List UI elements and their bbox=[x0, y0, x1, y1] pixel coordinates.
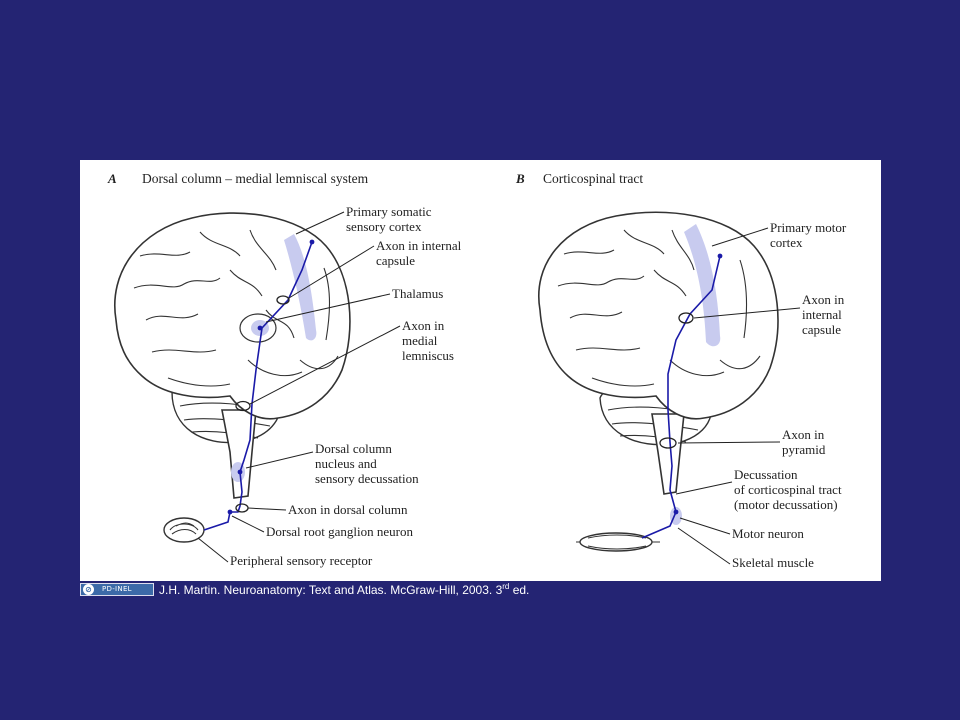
label-decussation-2: of corticospinal tract bbox=[734, 482, 842, 497]
label-axon-pyramid-1: Axon in bbox=[782, 427, 825, 442]
label-drg-neuron: Dorsal root ganglion neuron bbox=[266, 524, 413, 539]
cortical-folds-b bbox=[557, 229, 761, 387]
label-axon-internal-1: Axon in internal bbox=[376, 238, 462, 253]
panel-b-letter: B bbox=[515, 171, 525, 186]
dorsal-column-ring bbox=[235, 503, 249, 513]
sensory-pathway bbox=[203, 241, 313, 531]
motor-neuron-cell bbox=[673, 509, 679, 515]
nucleus-neuron bbox=[237, 469, 243, 475]
label-axon-pyramid-2: pyramid bbox=[782, 442, 826, 457]
label-skeletal-muscle: Skeletal muscle bbox=[732, 555, 814, 570]
receptor-rings bbox=[169, 522, 199, 535]
label-motor-neuron: Motor neuron bbox=[732, 526, 804, 541]
brain-illustration-a bbox=[114, 212, 351, 543]
citation: J.H. Martin. Neuroanatomy: Text and Atla… bbox=[159, 582, 529, 597]
citation-superscript: rd bbox=[502, 581, 510, 591]
panel-b: B Corticospinal tract Primary motor cort… bbox=[515, 171, 847, 570]
motor-pathway bbox=[641, 255, 721, 539]
label-decussation-1: Decussation bbox=[734, 467, 798, 482]
label-dorsal-nucleus-2: nucleus and bbox=[315, 456, 377, 471]
internal-capsule-ring-b bbox=[678, 312, 694, 324]
panel-a-letter: A bbox=[107, 171, 117, 186]
cortex-neuron-b bbox=[717, 253, 723, 259]
pyramid-ring bbox=[659, 437, 677, 449]
label-decussation-3: (motor decussation) bbox=[734, 497, 838, 512]
brainstem-b bbox=[651, 413, 685, 495]
label-axon-medial-3: lemniscus bbox=[402, 348, 454, 363]
skeletal-muscle-shape bbox=[579, 532, 653, 552]
label-dorsal-nucleus-1: Dorsal column bbox=[315, 441, 392, 456]
citation-main: J.H. Martin. Neuroanatomy: Text and Atla… bbox=[159, 582, 503, 597]
citation-end: ed. bbox=[509, 582, 530, 597]
label-primary-motor-1: Primary motor bbox=[770, 220, 847, 235]
label-thalamus: Thalamus bbox=[392, 286, 443, 301]
label-axon-internal-2: capsule bbox=[376, 253, 415, 268]
leader-lines-b bbox=[675, 227, 801, 565]
leader-lines-a bbox=[197, 211, 401, 563]
panel-a-title: Dorsal column – medial lemniscal system bbox=[142, 171, 369, 186]
credit-bar: ⊘ PD-INEL J.H. Martin. Neuroanatomy: Tex… bbox=[80, 581, 529, 597]
license-badge[interactable]: ⊘ PD-INEL bbox=[80, 582, 154, 596]
license-badge-text: PD-INEL bbox=[102, 585, 132, 593]
label-axon-medial-2: medial bbox=[402, 333, 438, 348]
cortical-folds-a bbox=[133, 229, 339, 387]
label-axon-dorsal: Axon in dorsal column bbox=[288, 502, 408, 517]
hemisphere-a bbox=[114, 212, 351, 420]
drg-neuron-cell bbox=[227, 509, 233, 515]
label-primary-motor-2: cortex bbox=[770, 235, 803, 250]
panel-a: A Dorsal column – medial lemniscal syste… bbox=[107, 171, 462, 568]
muscle-fibers bbox=[576, 534, 660, 550]
cortex-neuron-a bbox=[309, 239, 315, 245]
motor-cortex-band bbox=[684, 224, 721, 347]
license-icon: ⊘ bbox=[83, 583, 94, 595]
panel-b-title: Corticospinal tract bbox=[543, 171, 643, 186]
neuroanatomy-figure: A Dorsal column – medial lemniscal syste… bbox=[80, 160, 881, 581]
label-axon-internal-b-3: capsule bbox=[802, 322, 841, 337]
label-axon-internal-b-1: Axon in bbox=[802, 292, 845, 307]
medial-lemniscus-ring bbox=[235, 400, 251, 412]
label-primary-somatic-1: Primary somatic bbox=[346, 204, 432, 219]
label-axon-medial-1: Axon in bbox=[402, 318, 445, 333]
internal-capsule-ring-a bbox=[276, 295, 290, 305]
label-primary-somatic-2: sensory cortex bbox=[346, 219, 422, 234]
label-axon-internal-b-2: internal bbox=[802, 307, 842, 322]
thalamus-neuron bbox=[257, 325, 263, 331]
label-receptor: Peripheral sensory receptor bbox=[230, 553, 373, 568]
figure-svg: A Dorsal column – medial lemniscal syste… bbox=[107, 171, 847, 570]
sensory-cortex-band bbox=[284, 234, 317, 341]
label-dorsal-nucleus-3: sensory decussation bbox=[315, 471, 419, 486]
